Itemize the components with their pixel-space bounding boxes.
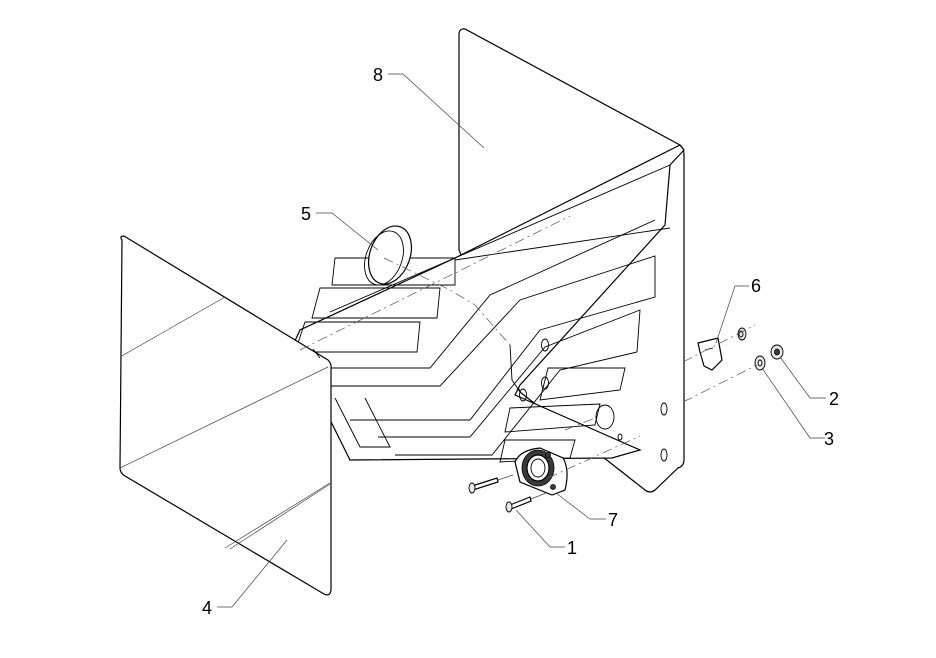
callout-8: 8 <box>373 65 383 85</box>
callout-3: 3 <box>824 429 834 449</box>
callout-7: 7 <box>608 510 618 530</box>
callout-2: 2 <box>829 389 839 409</box>
part-2-nut <box>770 344 784 360</box>
part-7-flange <box>514 447 568 496</box>
callout-labels: 8 5 6 2 3 7 1 4 <box>202 65 839 618</box>
part-8-housing <box>292 28 685 493</box>
callout-5: 5 <box>301 204 311 224</box>
part-6-bracket <box>697 327 747 371</box>
part-1-screws <box>468 474 547 513</box>
callout-6: 6 <box>751 276 761 296</box>
callout-leaders <box>217 73 826 608</box>
callout-4: 4 <box>202 598 212 618</box>
callout-1: 1 <box>567 538 577 558</box>
part-5-cap <box>364 225 413 286</box>
assembly-lines <box>299 215 758 479</box>
part-4-panel <box>119 235 332 596</box>
part-3-washer <box>754 355 766 371</box>
